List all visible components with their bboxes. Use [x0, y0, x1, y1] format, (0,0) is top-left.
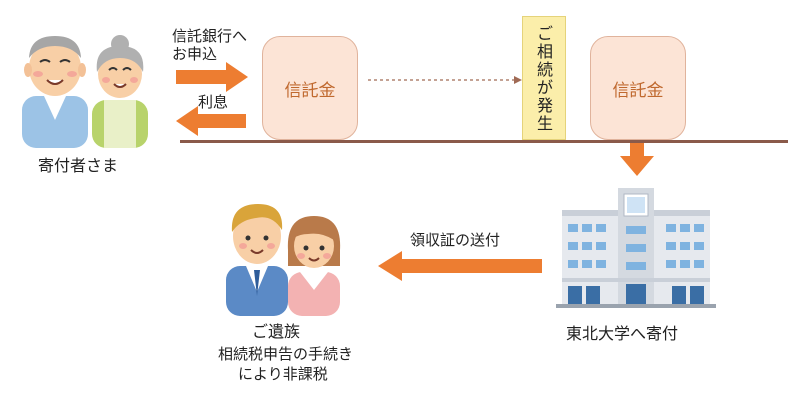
apply-arrow: [176, 62, 248, 92]
tax-note-line2: により非課税: [238, 365, 328, 383]
donor-label: 寄付者さま: [38, 156, 119, 175]
apply-label-line1: 信託銀行へ: [172, 27, 248, 45]
university-label: 東北大学へ寄付: [566, 324, 679, 343]
tax-note-line1: 相続税申告の手続き: [218, 345, 354, 363]
timeline-line: [180, 140, 788, 143]
inheritance-event-label: ご相続が発生: [536, 24, 553, 133]
trust-box-right-label: 信託金: [612, 80, 664, 101]
trust-box-left-label: 信託金: [284, 80, 336, 101]
interest-arrow: [176, 106, 246, 136]
receipt-arrow: [378, 251, 542, 281]
trust-box-left: 信託金: [262, 36, 358, 140]
trust-box-right: 信託金: [590, 36, 686, 140]
interest-label: 利息: [198, 93, 229, 111]
receipt-label: 領収証の送付: [410, 231, 501, 249]
dashed-arrow: [368, 76, 522, 84]
inheritance-event-box: ご相続が発生: [522, 16, 566, 140]
family-label: ご遺族: [252, 322, 301, 341]
apply-label-line2: お申込: [172, 45, 218, 63]
